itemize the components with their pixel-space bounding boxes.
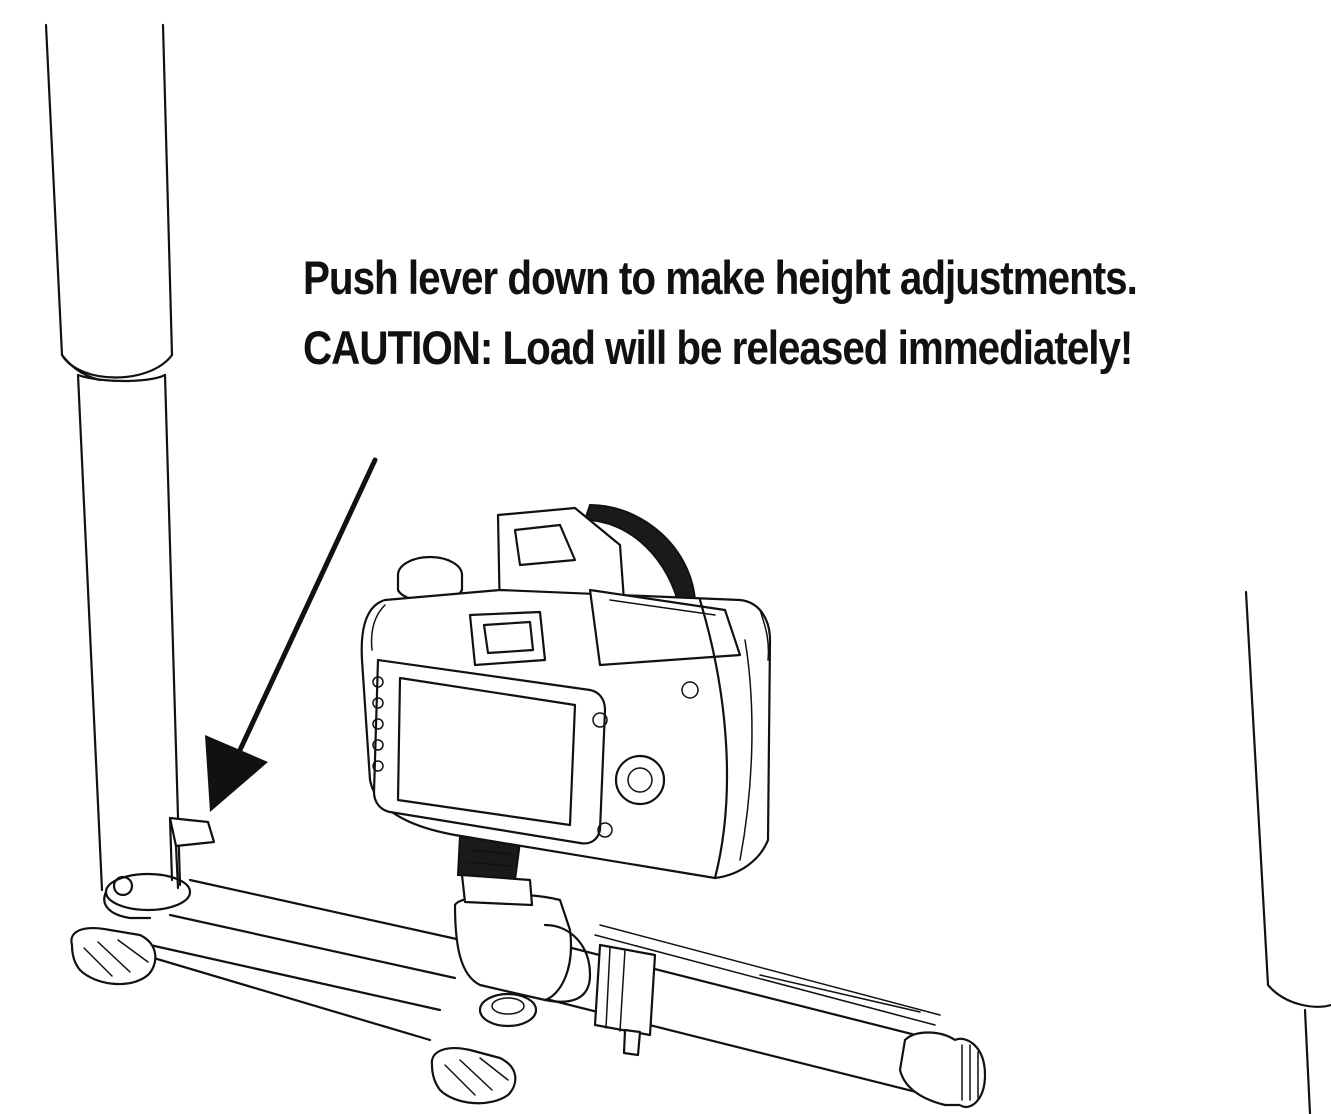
instruction-line-2: CAUTION: Load will be released immediate… xyxy=(303,321,1133,374)
mount-knob xyxy=(478,992,538,1028)
instruction-line-1: Push lever down to make height adjustmen… xyxy=(303,251,1138,304)
height-lever xyxy=(168,816,216,890)
right-pole xyxy=(1244,590,1331,1114)
left-foot xyxy=(70,927,157,986)
horizontal-arm xyxy=(453,893,987,1108)
camera xyxy=(360,503,772,880)
pointer-arrow xyxy=(205,457,378,812)
pole-base-collar xyxy=(103,872,192,920)
left-pole xyxy=(44,23,182,892)
right-foot xyxy=(430,1047,517,1105)
base-bar xyxy=(118,878,472,1042)
camera-mount xyxy=(456,833,534,907)
